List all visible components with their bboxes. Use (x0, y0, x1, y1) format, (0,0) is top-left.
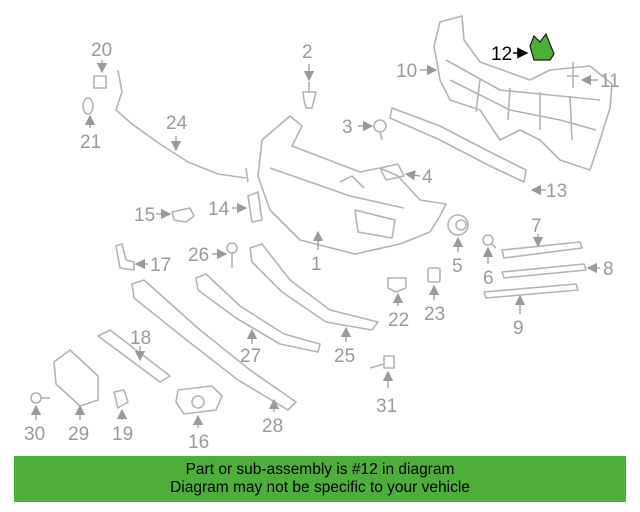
part-21-sensor-ring[interactable] (82, 97, 94, 115)
callout-6[interactable]: 6 (483, 268, 494, 289)
callout-5[interactable]: 5 (452, 256, 463, 277)
callout-20[interactable]: 20 (91, 40, 112, 61)
part-1-bumper-cover[interactable] (257, 115, 447, 255)
callout-24[interactable]: 24 (166, 113, 188, 134)
callout-23[interactable]: 23 (424, 304, 445, 325)
part-2-push-pin[interactable] (302, 82, 317, 109)
callout-19[interactable]: 19 (112, 424, 133, 445)
part-13-reinforcement[interactable] (389, 107, 527, 183)
callout-16[interactable]: 16 (188, 432, 209, 453)
part-26-push-pin[interactable] (226, 242, 238, 268)
part-5-fog-lamp[interactable] (447, 214, 469, 236)
callout-29[interactable]: 29 (68, 424, 89, 445)
callout-1[interactable]: 1 (311, 254, 322, 275)
callout-8[interactable]: 8 (603, 259, 614, 280)
callout-27[interactable]: 27 (240, 346, 261, 367)
callout-30[interactable]: 30 (24, 424, 45, 445)
callout-3[interactable]: 3 (342, 117, 353, 138)
part-20-connector[interactable] (93, 75, 107, 89)
part-23-cover[interactable] (427, 267, 441, 283)
part-15-bracket[interactable] (171, 207, 195, 223)
banner-line-1: Part or sub-assembly is #12 in diagram (185, 461, 455, 478)
part-10-absorber[interactable] (433, 15, 613, 171)
part-12-bracket-highlighted[interactable] (529, 32, 555, 61)
callout-4[interactable]: 4 (422, 167, 433, 188)
part-3-bolt[interactable] (373, 119, 387, 141)
part-16-bezel[interactable] (175, 385, 223, 415)
part-28-air-deflector[interactable] (131, 279, 297, 411)
part-27-lower-grille[interactable] (195, 273, 321, 353)
part-17-sensor[interactable] (115, 243, 135, 271)
part-30-screw[interactable] (30, 392, 50, 404)
callout-14[interactable]: 14 (208, 199, 230, 220)
callout-25[interactable]: 25 (334, 346, 355, 367)
callout-15[interactable]: 15 (134, 205, 155, 226)
callout-12[interactable]: 12 (491, 44, 512, 65)
part-8-molding[interactable] (501, 263, 587, 279)
part-24-wiring-harness[interactable] (115, 69, 249, 183)
parts-diagram: 1 2 3 4 5 6 7 8 9 (24, 15, 620, 453)
part-14-bracket[interactable] (247, 191, 263, 223)
callout-31[interactable]: 31 (376, 396, 397, 417)
part-25-lower-grille[interactable] (249, 243, 379, 331)
part-9-molding[interactable] (483, 283, 579, 299)
callout-7[interactable]: 7 (531, 216, 542, 237)
part-18-strip[interactable] (97, 329, 171, 383)
callout-28[interactable]: 28 (262, 416, 283, 437)
callout-10[interactable]: 10 (396, 61, 417, 82)
banner-line-2: Diagram may not be specific to your vehi… (170, 479, 470, 496)
part-31-bolt[interactable] (369, 355, 395, 369)
callout-2[interactable]: 2 (302, 42, 313, 63)
callout-13[interactable]: 13 (546, 181, 567, 202)
part-11-clip[interactable] (567, 62, 579, 88)
info-banner: Part or sub-assembly is #12 in diagram D… (14, 456, 626, 502)
callout-26[interactable]: 26 (188, 245, 209, 266)
callout-18[interactable]: 18 (130, 328, 151, 349)
part-19-clip[interactable] (113, 389, 129, 409)
part-7-molding[interactable] (501, 241, 583, 259)
part-6-screw[interactable] (482, 234, 497, 249)
part-4-bracket[interactable] (379, 163, 405, 181)
callout-17[interactable]: 17 (150, 255, 171, 276)
callout-22[interactable]: 22 (388, 310, 409, 331)
callout-11[interactable]: 11 (600, 71, 620, 92)
part-29-license-bracket[interactable] (53, 349, 99, 407)
part-22-clip[interactable] (387, 277, 407, 293)
callout-21[interactable]: 21 (80, 132, 101, 153)
callout-9[interactable]: 9 (513, 318, 524, 339)
